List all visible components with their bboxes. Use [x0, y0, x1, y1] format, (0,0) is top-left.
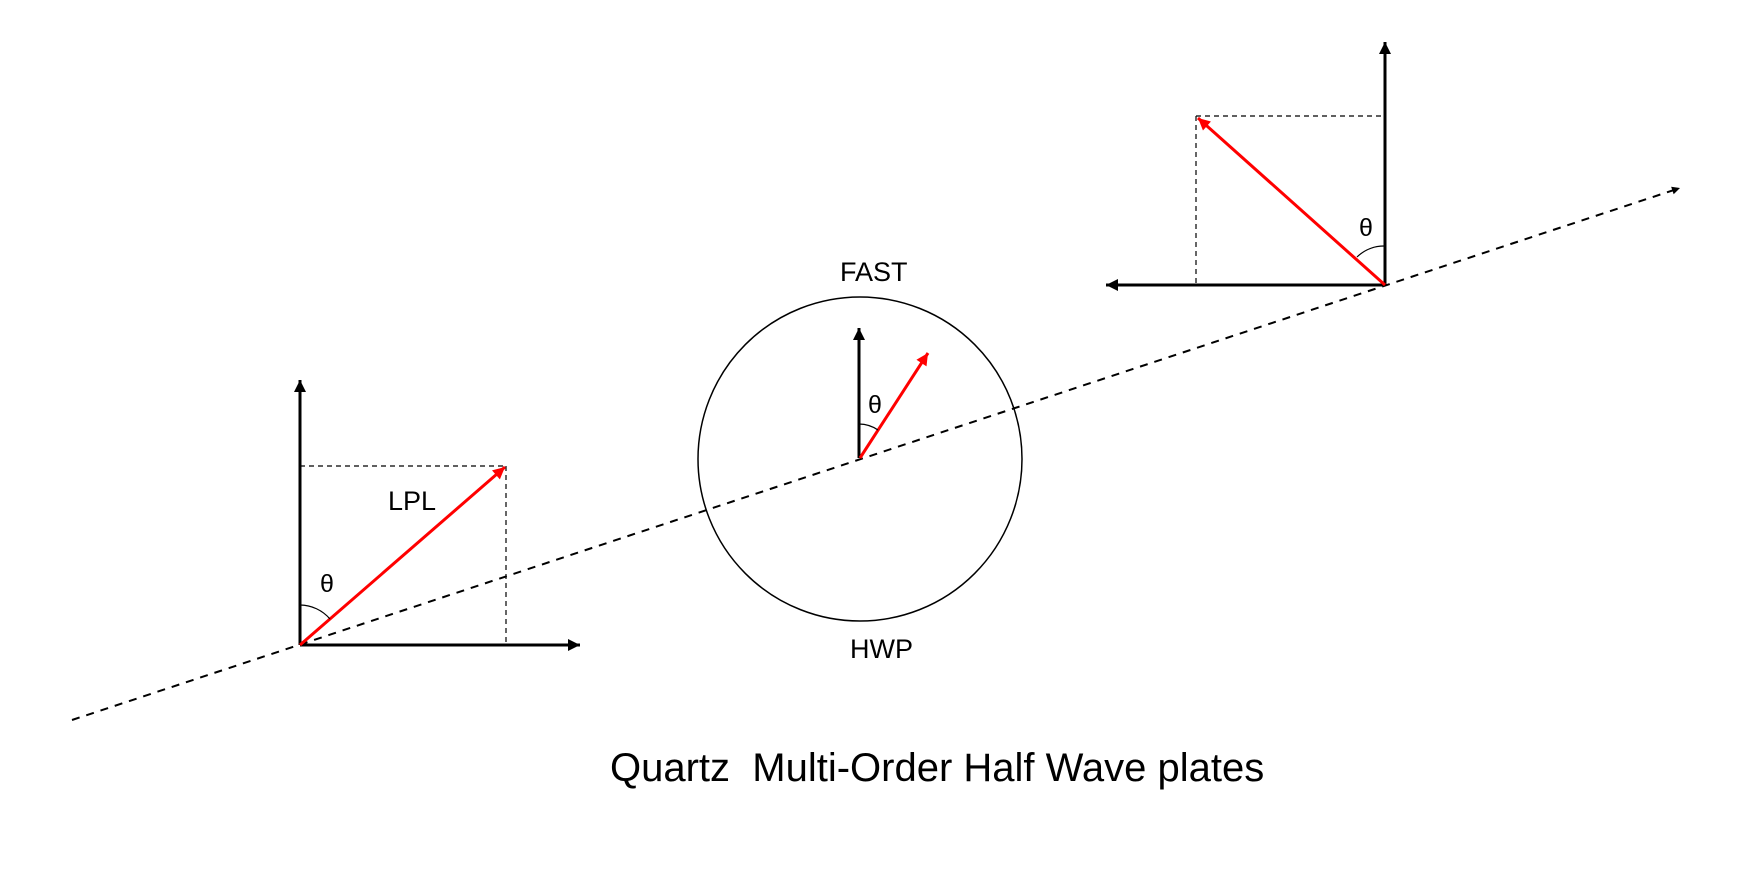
- input-polarization-stage: LPL θ: [294, 380, 580, 651]
- lpl-label: LPL: [388, 486, 436, 516]
- input-polarization-vector: [299, 465, 506, 647]
- input-theta-label: θ: [320, 570, 334, 598]
- hwp-label: HWP: [850, 634, 913, 664]
- plate-theta-label: θ: [868, 391, 882, 419]
- half-wave-plate-stage: FAST HWP θ: [697, 257, 1023, 664]
- input-angle-arc: [299, 604, 331, 620]
- half-wave-plate-circle: [697, 296, 1023, 622]
- output-theta-label: θ: [1359, 214, 1373, 242]
- output-angle-arc: [1356, 245, 1386, 258]
- plate-angle-arc: [858, 423, 879, 431]
- output-polarization-vector: [1197, 116, 1386, 287]
- plate-polarization-vector: [858, 352, 930, 459]
- output-polarization-stage: θ: [1106, 42, 1391, 291]
- diagram-title: Quartz Multi-Order Half Wave plates: [610, 746, 1264, 790]
- fast-axis-label: FAST: [840, 257, 908, 287]
- beam-path-line: [71, 186, 1681, 721]
